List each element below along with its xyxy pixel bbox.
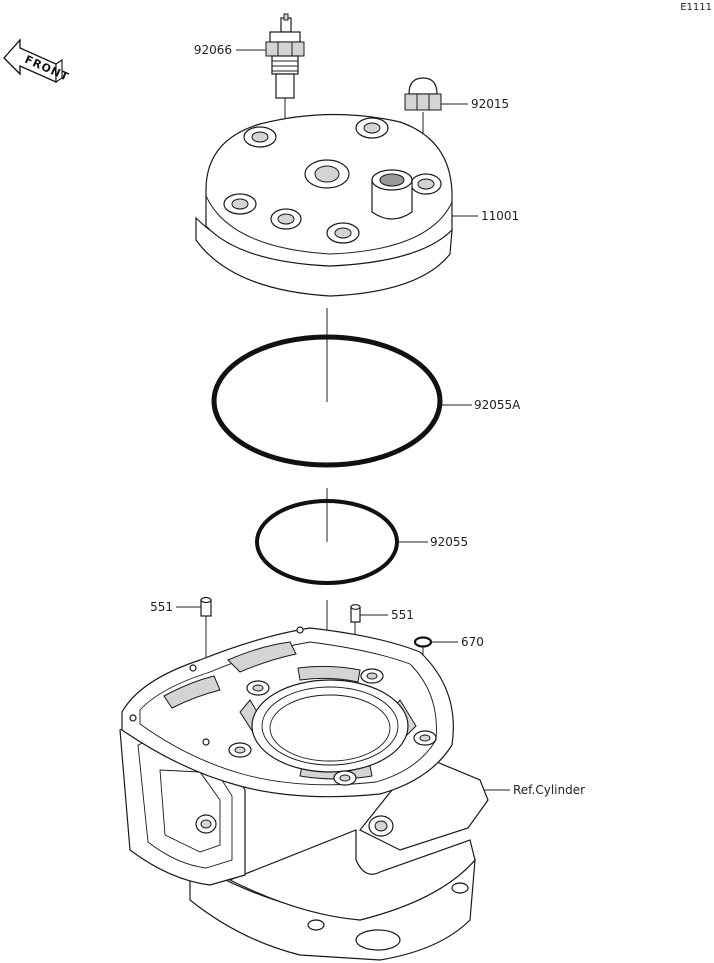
oring-670[interactable] xyxy=(413,636,433,648)
part-label-92015[interactable]: 92015 xyxy=(471,97,509,111)
dowel-pin-551-right[interactable] xyxy=(350,604,361,623)
part-label-670[interactable]: 670 xyxy=(461,635,484,649)
part-label-551-right[interactable]: 551 xyxy=(391,608,414,622)
oring-92055A[interactable] xyxy=(211,334,443,468)
diagram-code: E1111 xyxy=(680,2,712,13)
cap-nut-92015[interactable] xyxy=(404,77,442,111)
dowel-pin-551-left[interactable] xyxy=(200,596,212,617)
part-label-11001[interactable]: 11001 xyxy=(481,209,519,223)
oring-92055[interactable] xyxy=(255,499,399,585)
part-label-92055[interactable]: 92055 xyxy=(430,535,468,549)
part-label-92066[interactable]: 92066 xyxy=(194,43,232,57)
part-label-ref-cylinder[interactable]: Ref.Cylinder xyxy=(513,783,585,797)
cylinder-head-11001[interactable] xyxy=(195,113,453,297)
cylinder-reference[interactable] xyxy=(119,626,489,961)
temperature-sensor-92066[interactable] xyxy=(265,13,305,99)
part-label-92055A[interactable]: 92055A xyxy=(474,398,521,412)
part-label-551-left[interactable]: 551 xyxy=(150,600,173,614)
front-arrow-icon: FRONT xyxy=(3,38,71,84)
